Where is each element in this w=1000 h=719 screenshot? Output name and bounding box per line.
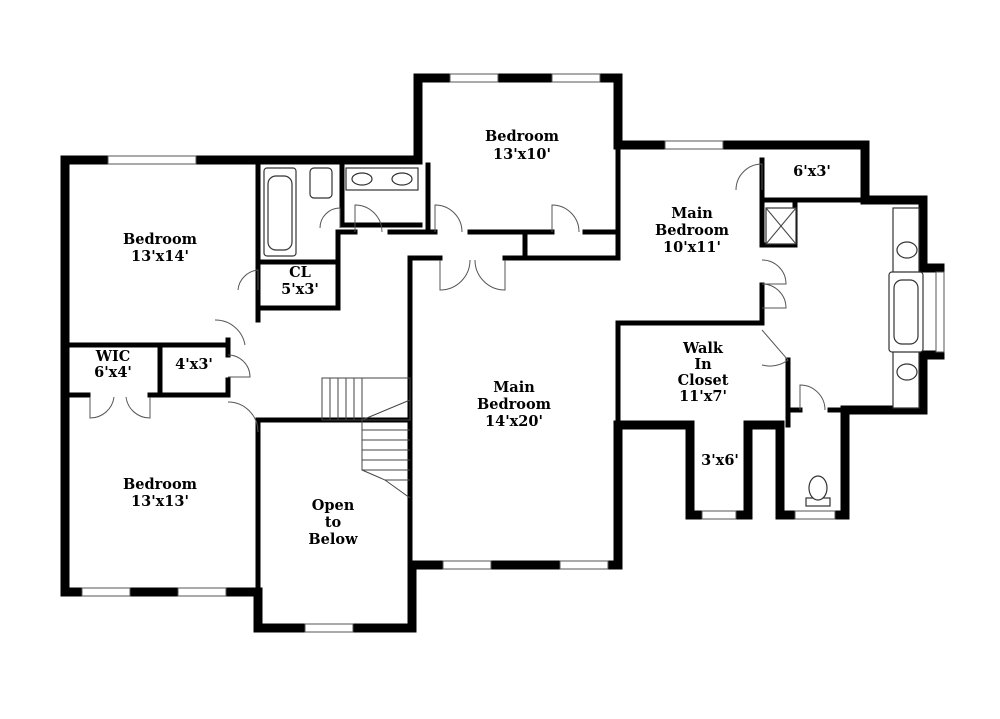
bedroom-left-upper-size: 13'x14': [131, 248, 189, 265]
room-labels: Bedroom 13'x10' Main Bedroom 10'x11' 6'x…: [94, 128, 831, 548]
closet-cl-size: 5'x3': [281, 281, 319, 298]
door-swings: [89, 163, 826, 433]
main-bedroom-center-name-2: Bedroom: [477, 396, 552, 413]
bedroom-left-lower-name: Bedroom: [123, 476, 198, 493]
wic-size: 6'x4': [94, 364, 132, 381]
closet-cl-name: CL: [289, 264, 311, 281]
bedroom-top-name: Bedroom: [485, 128, 560, 145]
windows: [81, 73, 945, 633]
bedroom-left-lower-size: 13'x13': [131, 493, 189, 510]
bedroom-left-upper-name: Bedroom: [123, 231, 198, 248]
fixtures: [263, 167, 924, 507]
exterior-walls: [60, 73, 945, 633]
closet-6x3-size: 6'x3': [793, 163, 831, 180]
main-bedroom-center-size: 14'x20': [485, 413, 543, 430]
bedroom-top-size: 13'x10': [493, 146, 551, 163]
walk-in-closet-size: 11'x7': [679, 388, 727, 405]
walk-in-closet-3: Closet: [678, 372, 729, 389]
walk-in-closet-2: In: [694, 356, 712, 373]
main-bedroom-right-name-1: Main: [671, 205, 713, 222]
closet-4x3-size: 4'x3': [175, 356, 213, 373]
main-bedroom-center-name-1: Main: [493, 379, 535, 396]
open-to-below-1: Open: [312, 497, 355, 514]
main-bedroom-right-size: 10'x11': [663, 239, 721, 256]
open-to-below-2: to: [325, 514, 342, 531]
wic-name: WIC: [95, 348, 131, 365]
stairs: [321, 377, 411, 499]
walk-in-closet-1: Walk: [682, 340, 724, 357]
closet-3x6-size: 3'x6': [701, 452, 739, 469]
open-to-below-3: Below: [308, 531, 358, 548]
main-bedroom-right-name-2: Bedroom: [655, 222, 730, 239]
